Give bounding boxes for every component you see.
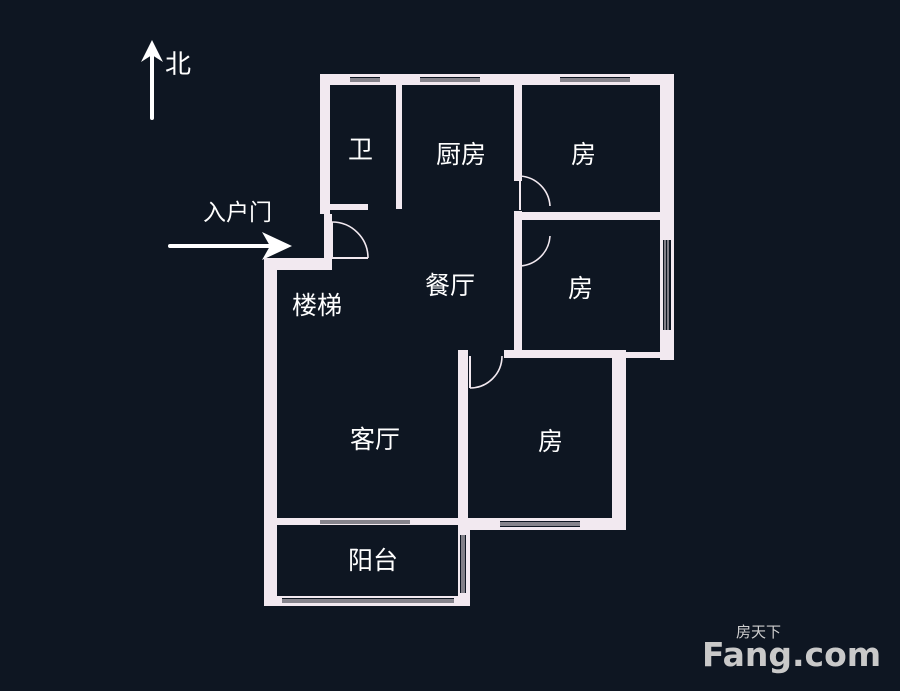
- wall-bath-south: [320, 204, 368, 210]
- room-balcony: 阳台: [348, 546, 398, 575]
- wall-dining-bedroom-lower: [514, 265, 522, 353]
- room-bathroom: 卫: [348, 135, 373, 164]
- watermark-cn: 房天下: [736, 623, 781, 641]
- door-bedroom-ne: [519, 175, 551, 210]
- wall-stair-north: [264, 258, 332, 270]
- wall-west-upper: [320, 74, 330, 214]
- window-living: [320, 520, 410, 524]
- room-dining: 餐厅: [425, 271, 475, 300]
- wall-dining-bedroom-upper: [514, 211, 522, 271]
- wall-entrance-jamb: [324, 214, 332, 270]
- wall-north: [320, 74, 674, 85]
- room-kitchen: 厨房: [436, 140, 486, 169]
- entrance-indicator: 入户门: [168, 200, 292, 260]
- wall-kitchen-bedroom: [514, 85, 522, 181]
- doors: [331, 175, 551, 389]
- room-living: 客厅: [350, 425, 400, 454]
- room-labels: 卫 厨房 房 房 餐厅 楼梯 客厅 房 阳台: [292, 135, 596, 575]
- north-label: 北: [165, 50, 191, 80]
- wall-bedroom-s-west: [458, 350, 468, 528]
- wall-bedroom-s-east: [612, 350, 626, 530]
- windows: [282, 77, 671, 603]
- wall-west-lower: [264, 258, 277, 606]
- room-stairs: 楼梯: [292, 291, 342, 320]
- room-bedroom-ne: 房: [571, 140, 596, 169]
- wall-bedroom-s-north: [504, 350, 626, 358]
- room-bedroom-e: 房: [568, 274, 593, 303]
- window-bedroom-e: [663, 240, 671, 330]
- wall-bedroom-e-south: [612, 352, 674, 358]
- door-entrance: [331, 221, 369, 259]
- window-bedroom-s: [500, 521, 580, 527]
- north-compass: 北: [141, 40, 191, 120]
- door-bedroom-s: [469, 355, 503, 389]
- entrance-label: 入户门: [203, 200, 272, 226]
- watermark-en: Fang.com: [702, 635, 881, 674]
- window-balcony-east: [460, 535, 466, 593]
- room-bedroom-s: 房: [538, 427, 563, 456]
- wall-bedrooms-east: [514, 212, 672, 220]
- door-bedroom-e: [519, 232, 551, 267]
- wall-bath-kitchen: [396, 85, 402, 209]
- north-arrow-icon: [141, 40, 163, 62]
- watermark: 房天下 Fang.com: [702, 623, 881, 674]
- entrance-arrow-icon: [262, 232, 292, 260]
